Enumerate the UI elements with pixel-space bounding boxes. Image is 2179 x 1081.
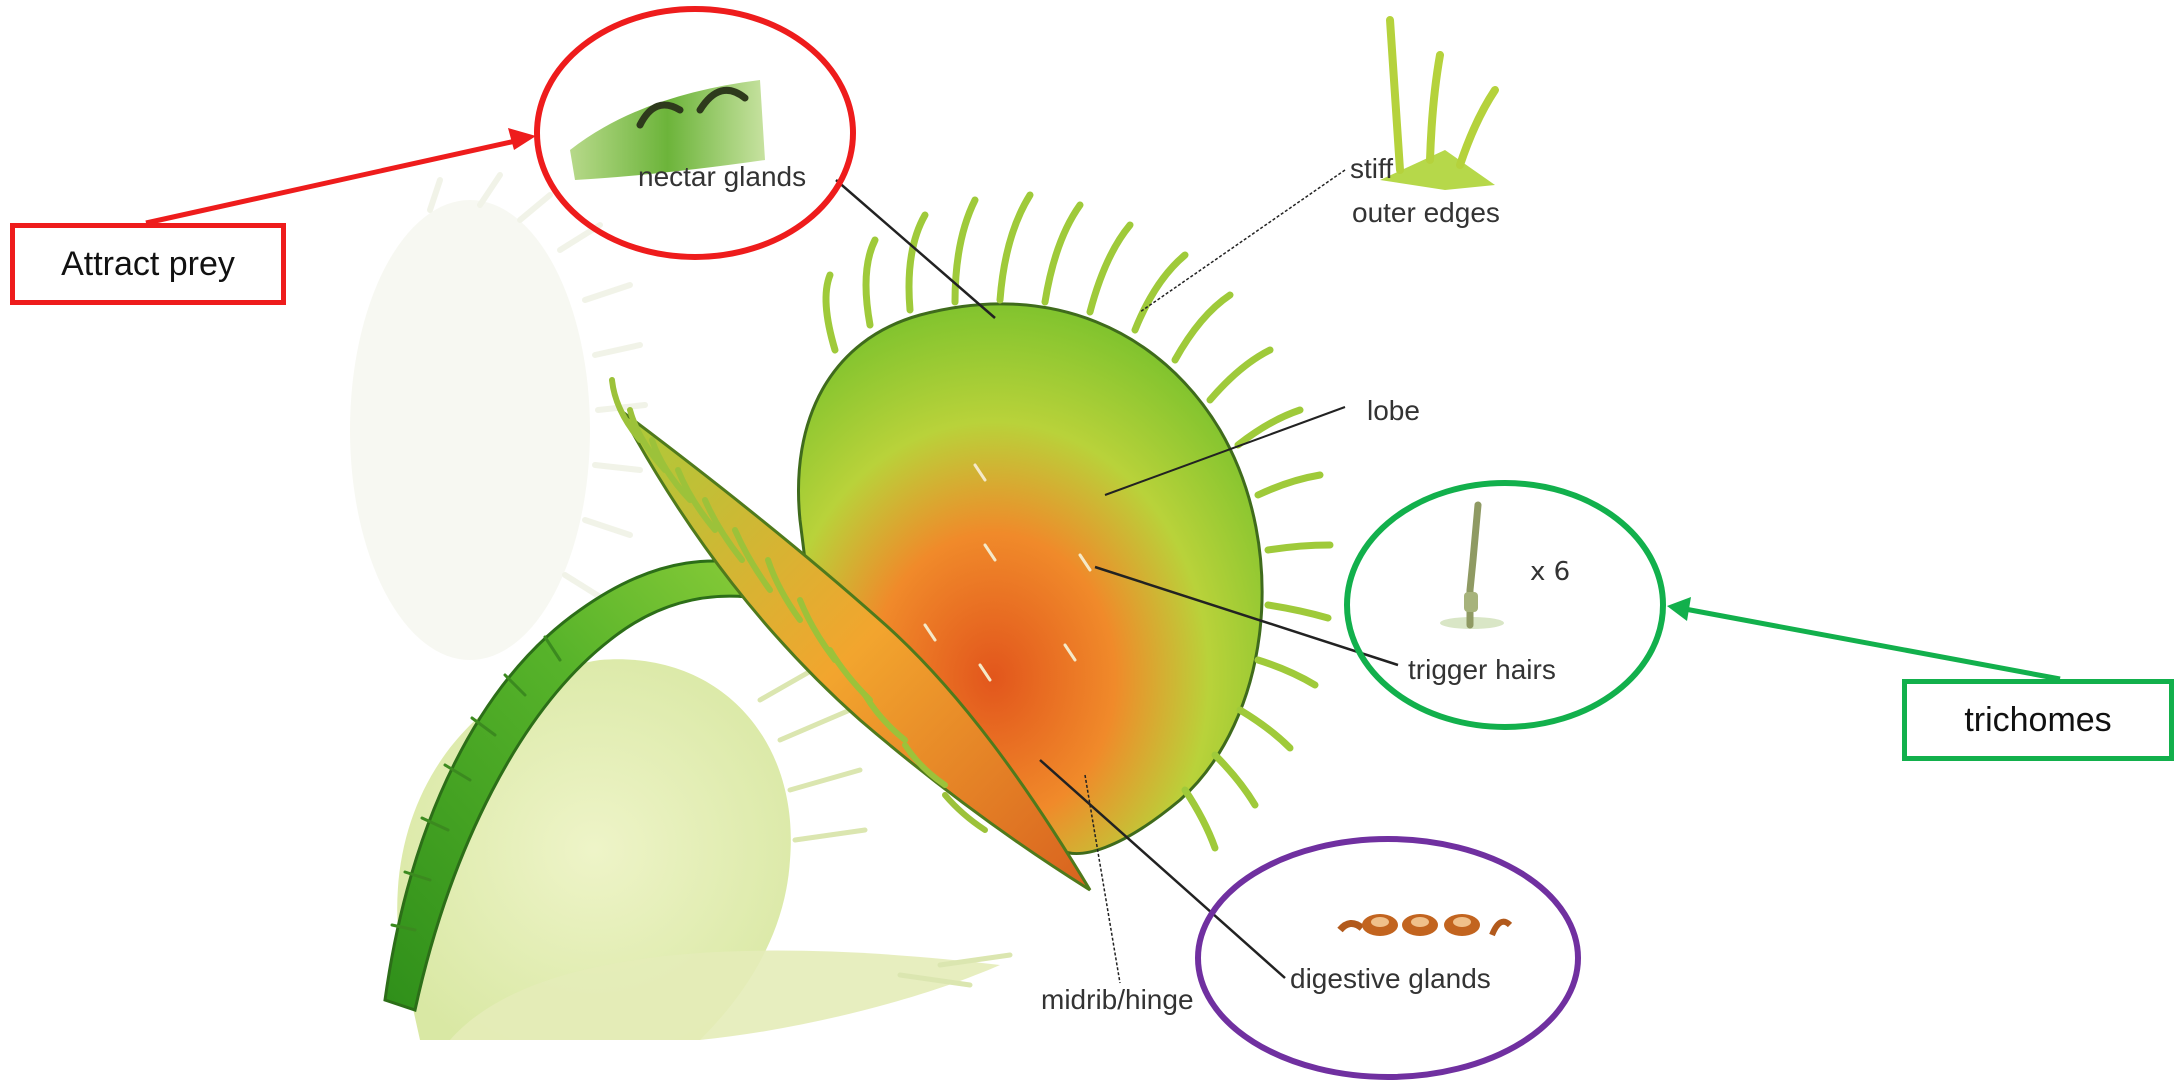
background-trap-faded: [350, 175, 645, 660]
label-lobe: lobe: [1367, 395, 1420, 426]
digestive-glands-inset: [1340, 914, 1510, 936]
purple-circle-digestive-glands: [1198, 839, 1578, 1077]
label-nectar-glands: nectar glands: [638, 161, 806, 192]
green-arrow-shaft: [1685, 609, 2060, 679]
green-arrowhead-icon: [1667, 597, 1691, 621]
leader-stiff-edges: [1140, 170, 1345, 312]
label-trigger-hairs: trigger hairs: [1408, 654, 1556, 685]
purple-annotation: [1198, 839, 1578, 1077]
label-times-six: x 6: [1530, 557, 1570, 587]
label-midrib-hinge: midrib/hinge: [1041, 984, 1194, 1015]
label-digestive-glands: digestive glands: [1290, 963, 1491, 994]
green-circle-trigger-hairs: [1347, 483, 1663, 727]
label-stiff: stiff: [1350, 153, 1393, 184]
trigger-hair-inset: [1440, 505, 1504, 629]
trap-back-lobe: [799, 195, 1331, 853]
red-arrowhead-icon: [508, 128, 536, 150]
callout-attract-prey: Attract prey: [10, 223, 286, 305]
callout-trichomes: trichomes: [1902, 679, 2174, 761]
label-outer-edges: outer edges: [1352, 197, 1500, 228]
stiff-edges-inset: [1380, 20, 1495, 190]
